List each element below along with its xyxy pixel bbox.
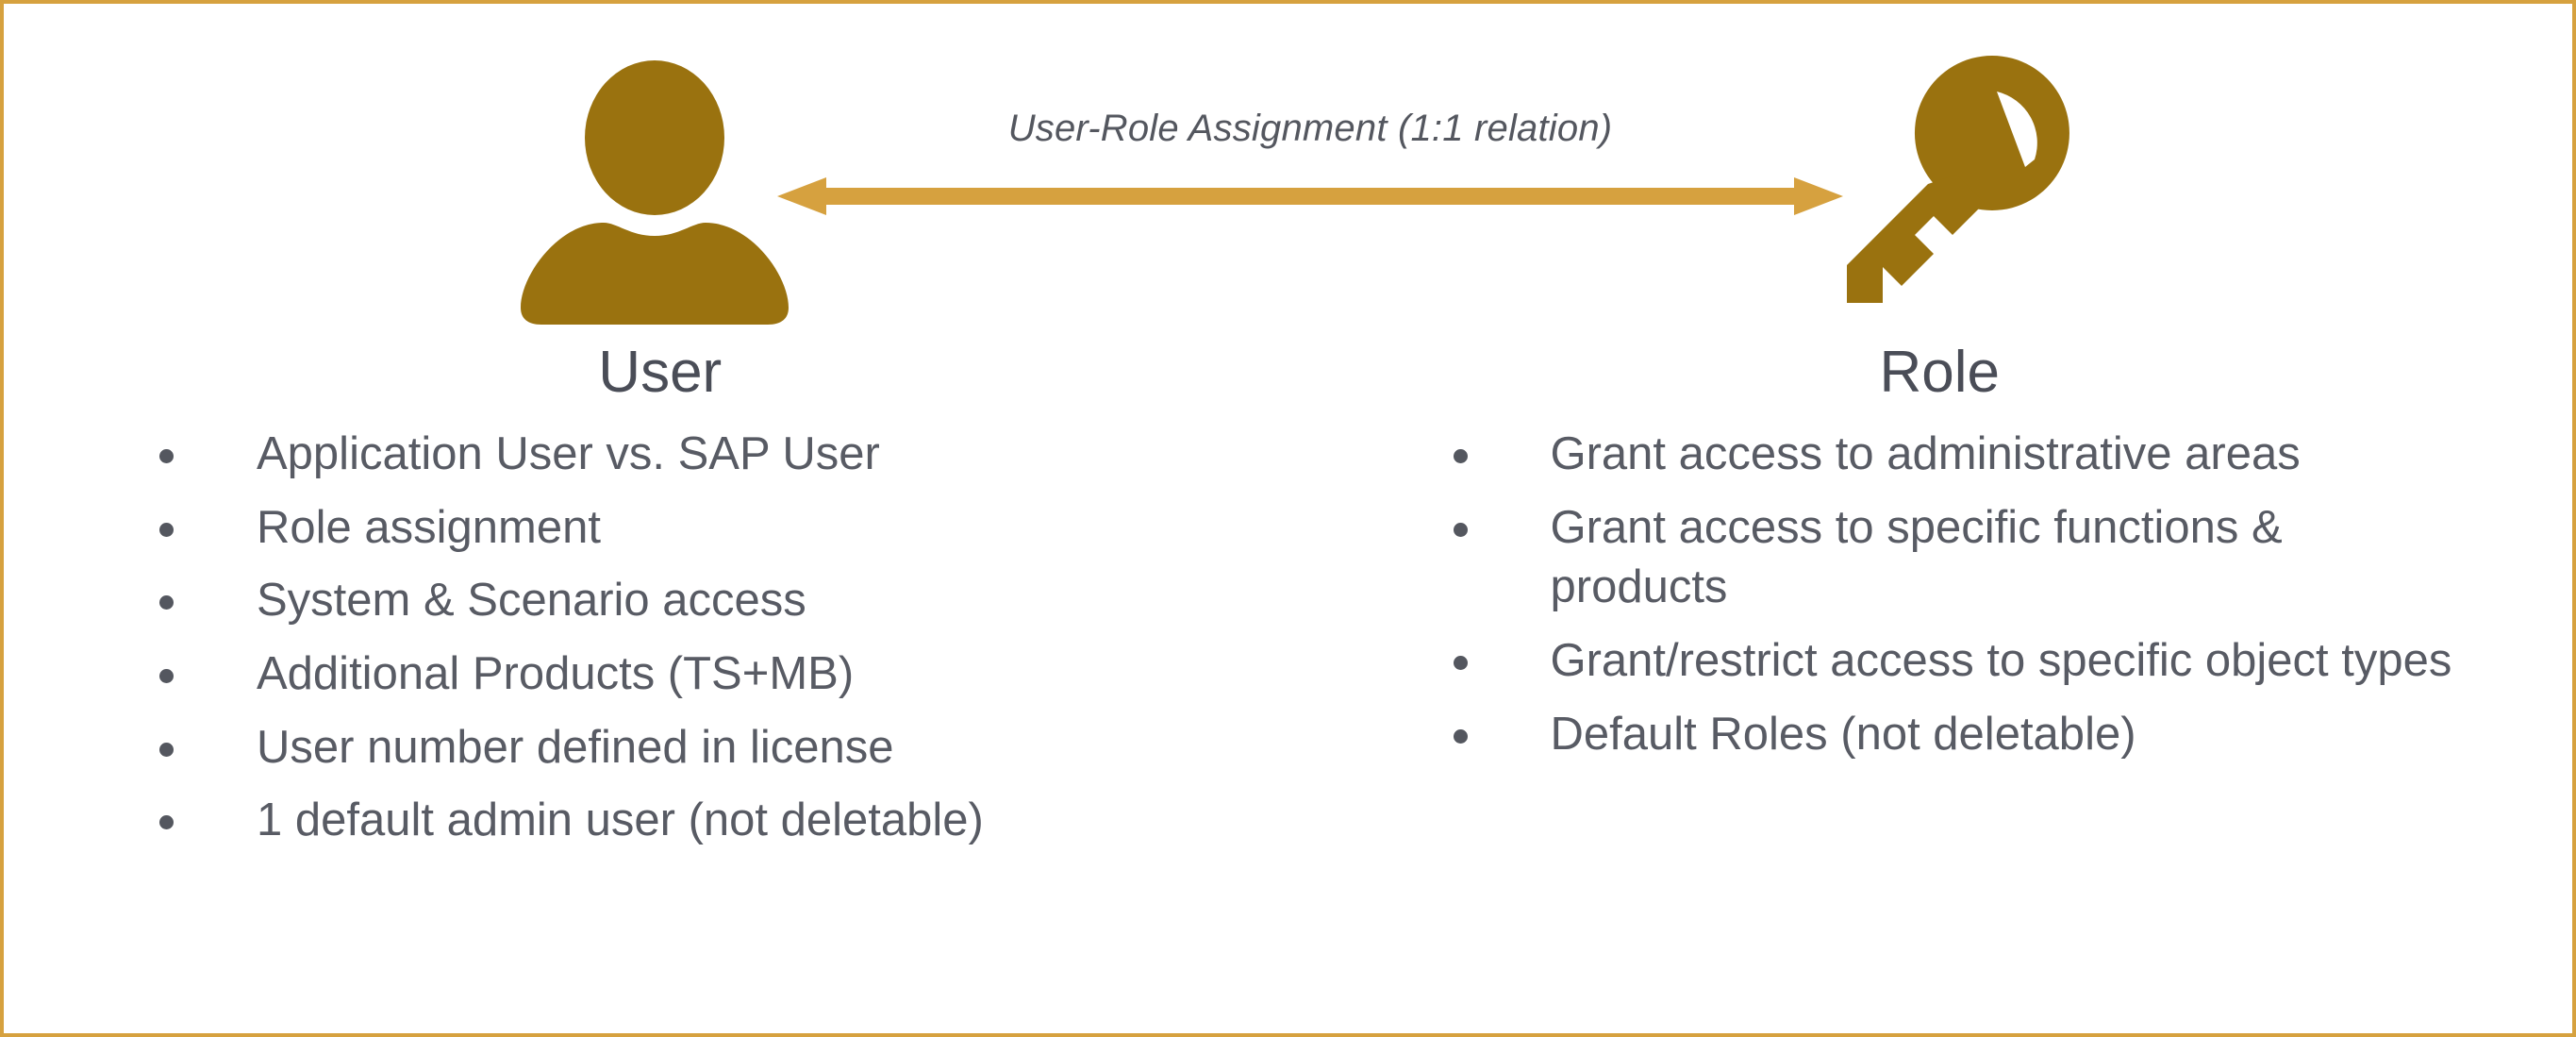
icons-row: User-Role Assignment (1:1 relation) bbox=[4, 4, 2572, 362]
relation-arrow: User-Role Assignment (1:1 relation) bbox=[777, 108, 1843, 230]
role-column-title: Role bbox=[1879, 340, 2000, 405]
user-column: User Application User vs. SAP User Role … bbox=[4, 343, 1288, 864]
list-item-label: System & Scenario access bbox=[257, 575, 806, 627]
list-item: Grant access to specific functions & pro… bbox=[1439, 498, 2460, 618]
list-item: Grant access to administrative areas bbox=[1439, 425, 2460, 485]
bullet-dot-icon bbox=[1453, 449, 1468, 463]
bullet-dot-icon bbox=[159, 522, 174, 537]
list-item-label: Grant/restrict access to specific object… bbox=[1550, 635, 2452, 687]
list-item-label: 1 default admin user (not deletable) bbox=[257, 794, 984, 846]
bullet-dot-icon bbox=[159, 449, 174, 463]
list-item: User number defined in license bbox=[145, 718, 1175, 778]
bullet-dot-icon bbox=[159, 742, 174, 757]
list-item: Role assignment bbox=[145, 498, 1175, 559]
role-column: Role Grant access to administrative area… bbox=[1288, 343, 2573, 864]
list-item-label: Role assignment bbox=[257, 501, 601, 553]
bullet-dot-icon bbox=[159, 815, 174, 830]
bullet-dot-icon bbox=[159, 669, 174, 684]
list-item: Default Roles (not deletable) bbox=[1439, 705, 2460, 765]
bullet-dot-icon bbox=[1453, 522, 1468, 537]
user-bullet-list: Application User vs. SAP User Role assig… bbox=[145, 425, 1175, 851]
list-item: Application User vs. SAP User bbox=[145, 425, 1175, 485]
list-item: Additional Products (TS+MB) bbox=[145, 644, 1175, 705]
person-icon bbox=[513, 60, 796, 325]
bullet-dot-icon bbox=[159, 595, 174, 610]
relation-label: User-Role Assignment (1:1 relation) bbox=[1007, 108, 1613, 149]
role-bullet-list: Grant access to administrative areas Gra… bbox=[1439, 425, 2460, 764]
key-icon bbox=[1796, 46, 2079, 320]
list-item-label: Grant access to administrative areas bbox=[1550, 428, 2301, 479]
user-column-title: User bbox=[598, 340, 723, 405]
arrow-line-icon bbox=[777, 177, 1843, 215]
list-item-label: Default Roles (not deletable) bbox=[1550, 708, 2136, 760]
list-item: System & Scenario access bbox=[145, 571, 1175, 631]
list-item-label: User number defined in license bbox=[257, 721, 894, 773]
bullet-dot-icon bbox=[1453, 656, 1468, 671]
list-item: Grant/restrict access to specific object… bbox=[1439, 631, 2460, 692]
list-item-label: Additional Products (TS+MB) bbox=[257, 648, 855, 700]
list-item-label: Application User vs. SAP User bbox=[257, 428, 880, 479]
content-columns: User Application User vs. SAP User Role … bbox=[4, 343, 2572, 864]
bullet-dot-icon bbox=[1453, 728, 1468, 744]
list-item: 1 default admin user (not deletable) bbox=[145, 791, 1175, 851]
list-item-label: Grant access to specific functions & pro… bbox=[1550, 501, 2283, 613]
